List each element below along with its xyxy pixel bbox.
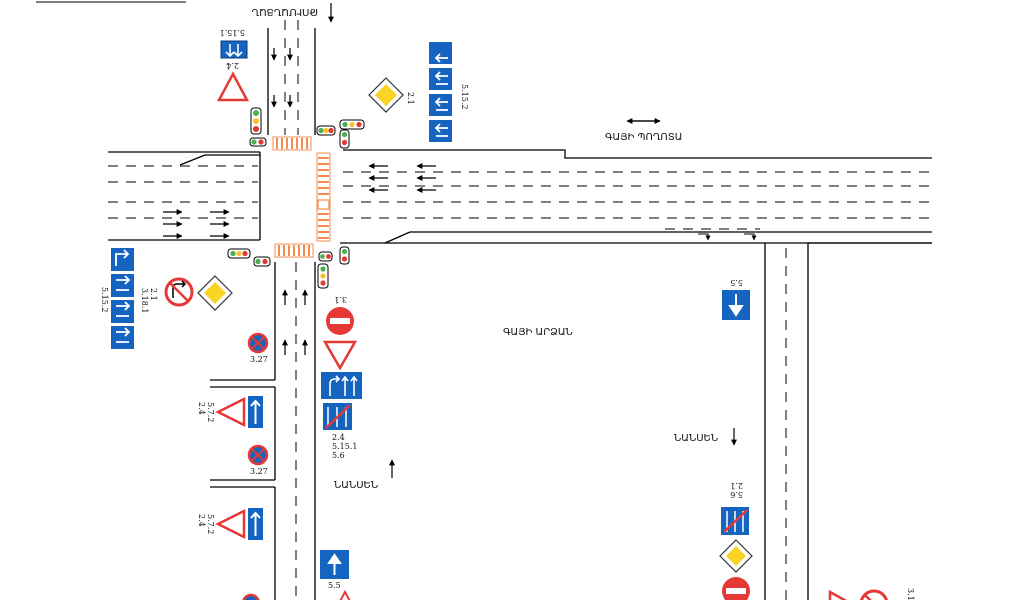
signal-ne-horizontal bbox=[316, 119, 365, 149]
sign-5-6-right bbox=[721, 507, 749, 535]
sign-no-turn-west bbox=[164, 277, 194, 307]
sign-5-15-2-west bbox=[111, 248, 134, 349]
code-2-4-top: 2.4 bbox=[226, 61, 239, 70]
code-5-15-1-top: 5.15.1 bbox=[220, 28, 245, 37]
sign-5-15-1-south bbox=[321, 372, 362, 399]
sign-5-5-bottom bbox=[320, 550, 349, 579]
sign-one-way-b bbox=[215, 508, 263, 540]
sign-give-way-north bbox=[216, 71, 250, 102]
sign-no-entry bbox=[326, 307, 354, 335]
street-label-boulevard: ԳԱՅԻ ՊՈՂՈՏԱ bbox=[605, 132, 682, 143]
sign-no-entry-right bbox=[722, 577, 750, 600]
street-label-tumanyan: ԹՈՒՄԱՆՅԱՆ bbox=[252, 6, 318, 17]
street-label-nansen-left: ՆԱՆՍԵՆ bbox=[334, 480, 378, 491]
code-5-7-2-b: 5.7.22.4 bbox=[197, 514, 215, 534]
turn-arrows-right-street bbox=[698, 233, 757, 241]
code-5-6-right: 5.62.1 bbox=[730, 481, 743, 499]
code-3-27-a: 3.27 bbox=[250, 355, 268, 364]
signal-north-vertical bbox=[250, 107, 262, 135]
code-2-1-3-18-1: 2.13.18.1 bbox=[140, 288, 158, 313]
sign-main-road-west bbox=[197, 275, 233, 311]
sign-main-road-right bbox=[719, 539, 753, 573]
sign-5-15-1-north bbox=[220, 40, 248, 59]
street-label-nansen-right: ՆԱՆՍԵՆ bbox=[674, 433, 718, 444]
code-2-1-top: 2.1 bbox=[406, 92, 415, 105]
sign-main-road-north bbox=[368, 77, 404, 113]
code-5-15-2-left: 5.15.2 bbox=[100, 287, 109, 312]
sign-5-6-south bbox=[323, 403, 352, 430]
traffic-signals bbox=[227, 107, 365, 289]
sign-5-5-right bbox=[722, 290, 750, 320]
code-3-1: 3.1 bbox=[334, 295, 347, 304]
sign-5-15-2-north bbox=[429, 42, 452, 142]
street-label-gay-ardzan: ԳԱՅԻ ԱՐՁԱՆ bbox=[503, 327, 573, 338]
road-edges bbox=[108, 28, 932, 600]
sign-no-stopping-c bbox=[242, 593, 260, 600]
code-3-18-1-right: 3.18.1 bbox=[906, 588, 915, 600]
signal-se bbox=[317, 246, 350, 289]
sign-no-stopping-b bbox=[247, 444, 269, 466]
lane-markings bbox=[108, 20, 932, 600]
code-5-15-2-top: 5.15.2 bbox=[460, 84, 469, 109]
sign-give-way-south bbox=[322, 340, 358, 371]
signal-sw-horizontal bbox=[227, 248, 271, 267]
sign-partial-far-right bbox=[828, 589, 888, 600]
sign-give-way-bottom-partial bbox=[339, 589, 351, 600]
sign-no-stopping-a bbox=[247, 332, 269, 354]
code-5-7-2-a: 5.7.22.4 bbox=[197, 402, 215, 422]
lane-arrows bbox=[163, 3, 737, 478]
sign-one-way-a bbox=[215, 396, 263, 428]
signal-north-small bbox=[249, 137, 267, 147]
crosswalks bbox=[272, 136, 331, 258]
code-3-27-b: 3.27 bbox=[250, 467, 268, 476]
code-5-5-bottom: 5.5 bbox=[328, 581, 341, 590]
code-5-5-right: 5.5 bbox=[730, 278, 743, 287]
